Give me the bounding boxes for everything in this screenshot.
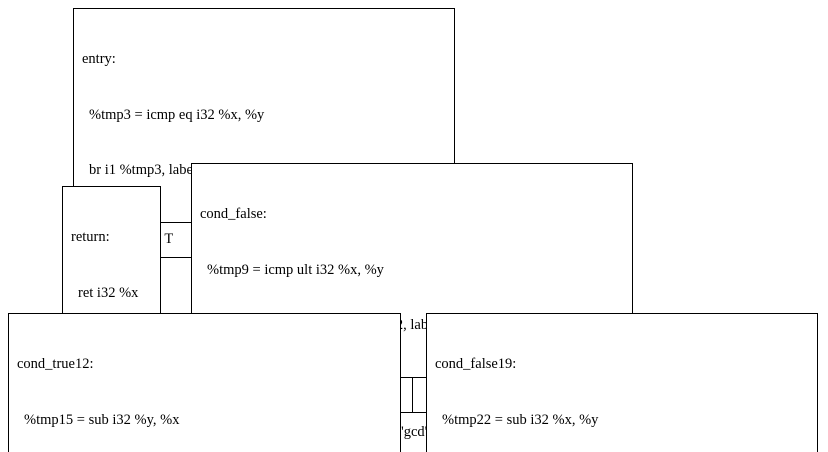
node-entry-label: entry:: [82, 51, 116, 67]
node-cond-false19-instruction-0: %tmp22 = sub i32 %x, %y: [442, 411, 599, 428]
node-cond-true12-label: cond_true12:: [17, 356, 94, 372]
node-return-instruction-0: ret i32 %x: [78, 284, 139, 301]
node-cond-false-instruction-0: %tmp9 = icmp ult i32 %x, %y: [207, 261, 384, 278]
node-cond-false19-body: cond_false19: %tmp22 = sub i32 %x, %y %t…: [427, 314, 817, 452]
node-entry-instruction-0: %tmp3 = icmp eq i32 %x, %y: [89, 106, 265, 123]
node-return-body: return: ret i32 %x: [63, 187, 160, 344]
node-cond-false-label: cond_false:: [200, 206, 267, 222]
node-cond-false19[interactable]: cond_false19: %tmp22 = sub i32 %x, %y %t…: [426, 313, 818, 452]
node-cond-true12-instruction-0: %tmp15 = sub i32 %y, %x: [24, 411, 180, 428]
node-cond-true12-body: cond_true12: %tmp15 = sub i32 %y, %x %tm…: [9, 314, 400, 452]
node-cond-false19-label: cond_false19:: [435, 356, 517, 372]
node-return-label: return:: [71, 229, 110, 245]
node-entry-port-true[interactable]: T: [164, 231, 174, 247]
node-cond-true12[interactable]: cond_true12: %tmp15 = sub i32 %y, %x %tm…: [8, 313, 401, 452]
